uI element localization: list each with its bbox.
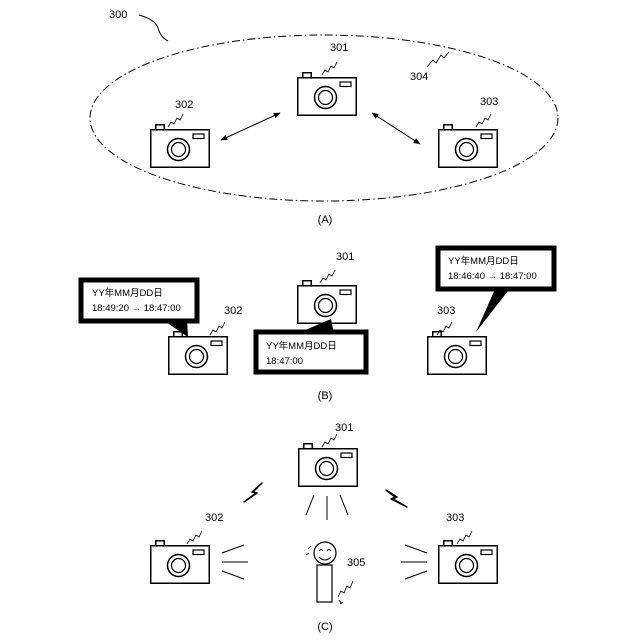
panel-label-b: (B): [318, 390, 333, 402]
balloon-303-time: 18:46:40 → 18:47:00: [448, 271, 537, 282]
camera-ref-302: 302: [175, 99, 193, 111]
network-ref-304: 304: [410, 71, 428, 83]
camera-ref-303: 303: [480, 96, 498, 108]
camera-301-icon: [298, 281, 357, 324]
lightning-icon: [244, 483, 262, 502]
person-head: [314, 542, 336, 564]
camera-302-icon: [151, 125, 210, 168]
time-balloon-303: YY年MM月DD日 18:46:40 → 18:47:00: [438, 248, 554, 332]
network-leader-304: [427, 52, 449, 67]
panel-label-c: (C): [317, 621, 332, 633]
sound-lines-302: [222, 545, 248, 579]
camera-leader-301: [322, 62, 337, 75]
person-body: [317, 565, 332, 602]
balloon-303-date: YY年MM月DD日: [448, 255, 519, 267]
camera-ref-302: 302: [224, 305, 242, 317]
camera-301-icon: [299, 444, 358, 487]
camera-leader-302: [187, 531, 202, 544]
sound-lines-303: [401, 545, 427, 579]
time-balloon-301: YY年MM月DD日 18:47:00: [256, 319, 366, 372]
panel-c: 301 302 303: [151, 422, 498, 633]
panel-label-a: (A): [318, 214, 333, 226]
panel-a: 300 304 301 302 303 (A): [90, 9, 558, 226]
person-leader-305: [338, 581, 353, 597]
sound-lines-301: [306, 495, 348, 520]
camera-302-icon: [169, 332, 228, 375]
time-balloon-302: YY年MM月DD日 18:49:20 → 18:47:00: [81, 280, 197, 337]
camera-303-icon: [439, 541, 498, 584]
panel-b: 301 302 303 YY年MM月DD日 18:49:20 → 18:47:0…: [81, 248, 554, 402]
camera-leader-303: [457, 531, 472, 544]
balloon-302-date: YY年MM月DD日: [92, 287, 163, 299]
camera-leader-301: [320, 270, 335, 283]
camera-leader-301: [322, 434, 337, 447]
link-arrow-301-302: [221, 113, 280, 140]
network-boundary: [90, 35, 558, 201]
camera-ref-301: 301: [336, 251, 354, 263]
camera-ref-303: 303: [437, 305, 455, 317]
camera-ref-303: 303: [446, 512, 464, 524]
group-ref-300: 300: [109, 9, 127, 21]
balloon-301-time: 18:47:00: [266, 356, 303, 367]
camera-301-icon: [298, 73, 357, 116]
person-figure: [306, 542, 343, 604]
balloon-301-date: YY年MM月DD日: [266, 340, 337, 352]
person-ref-305: 305: [347, 557, 365, 569]
camera-leader-303: [476, 114, 491, 127]
balloon-302-time: 18:49:20 → 18:47:00: [92, 303, 181, 314]
camera-303-icon: [428, 332, 487, 375]
link-arrow-301-303: [372, 113, 420, 144]
camera-302-icon: [151, 541, 210, 584]
camera-leader-302: [210, 322, 225, 335]
group-leader-300: [139, 15, 168, 41]
camera-ref-302: 302: [205, 512, 223, 524]
lightning-icon: [386, 490, 407, 507]
camera-leader-302: [168, 114, 183, 127]
camera-ref-301: 301: [330, 42, 348, 54]
camera-ref-301: 301: [335, 422, 353, 434]
camera-303-icon: [439, 125, 498, 168]
